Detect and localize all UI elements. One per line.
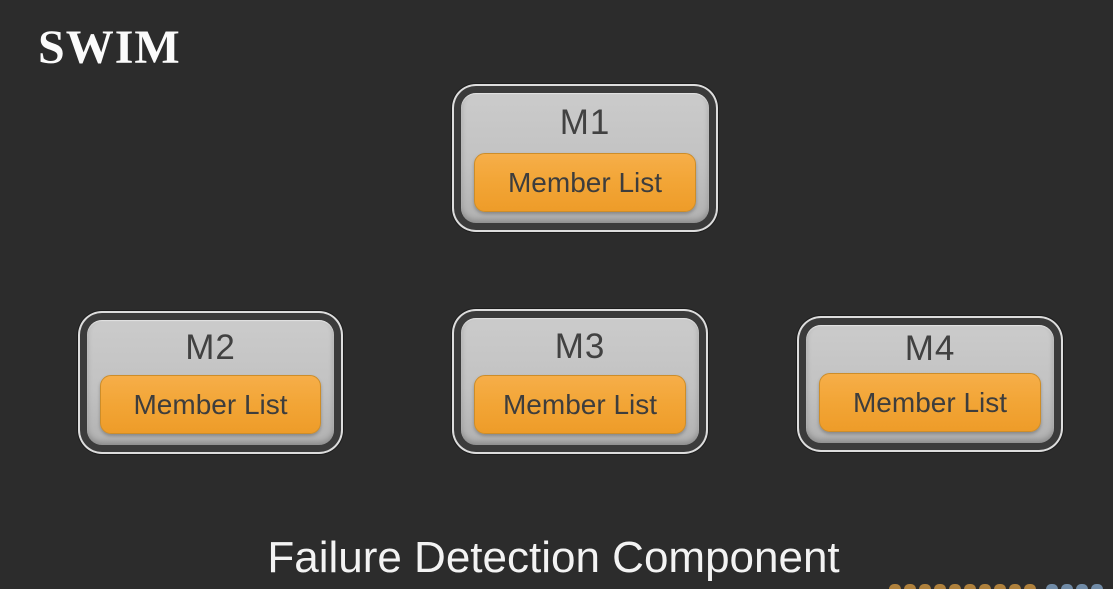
node-m1: M1 Member List [452, 84, 718, 232]
watermark-letter-tip [979, 584, 991, 589]
node-m2-member-list-box: Member List [100, 375, 321, 434]
node-m1-label: M1 [559, 103, 611, 142]
watermark-letter-tip [904, 584, 916, 589]
watermark-letter-tip [889, 584, 901, 589]
watermark-letter-tip [1046, 584, 1058, 589]
node-m1-member-list-box: Member List [474, 153, 696, 212]
watermark-letter-tip [1061, 584, 1073, 589]
watermark-letter-tip [1024, 584, 1036, 589]
node-m3-member-list-box: Member List [474, 375, 686, 434]
watermark-letter-tip [934, 584, 946, 589]
node-m4-body: M4 Member List [806, 325, 1054, 443]
node-m2-label: M2 [185, 327, 236, 367]
watermark-letter-tip [964, 584, 976, 589]
node-m4-label: M4 [904, 329, 956, 368]
slide-title: SWIM [38, 21, 181, 74]
node-m4-member-list-box: Member List [819, 373, 1041, 432]
node-m2-body: M2 Member List [87, 320, 334, 445]
watermark-letter-tip [994, 584, 1006, 589]
node-m3-body: M3 Member List [461, 318, 699, 445]
node-m3: M3 Member List [452, 309, 708, 454]
watermark-letter-tip [919, 584, 931, 589]
watermark-letter-tip [1091, 584, 1103, 589]
node-m4: M4 Member List [797, 316, 1063, 452]
watermark-letter-tip [1076, 584, 1088, 589]
watermark-letter-tip [1009, 584, 1021, 589]
watermark-letter-tip [949, 584, 961, 589]
node-m1-body: M1 Member List [461, 93, 709, 223]
slide-caption: Failure Detection Component [267, 533, 840, 582]
watermark-cutoff [889, 584, 1103, 589]
node-m2: M2 Member List [78, 311, 343, 454]
node-m3-label: M3 [554, 326, 606, 366]
